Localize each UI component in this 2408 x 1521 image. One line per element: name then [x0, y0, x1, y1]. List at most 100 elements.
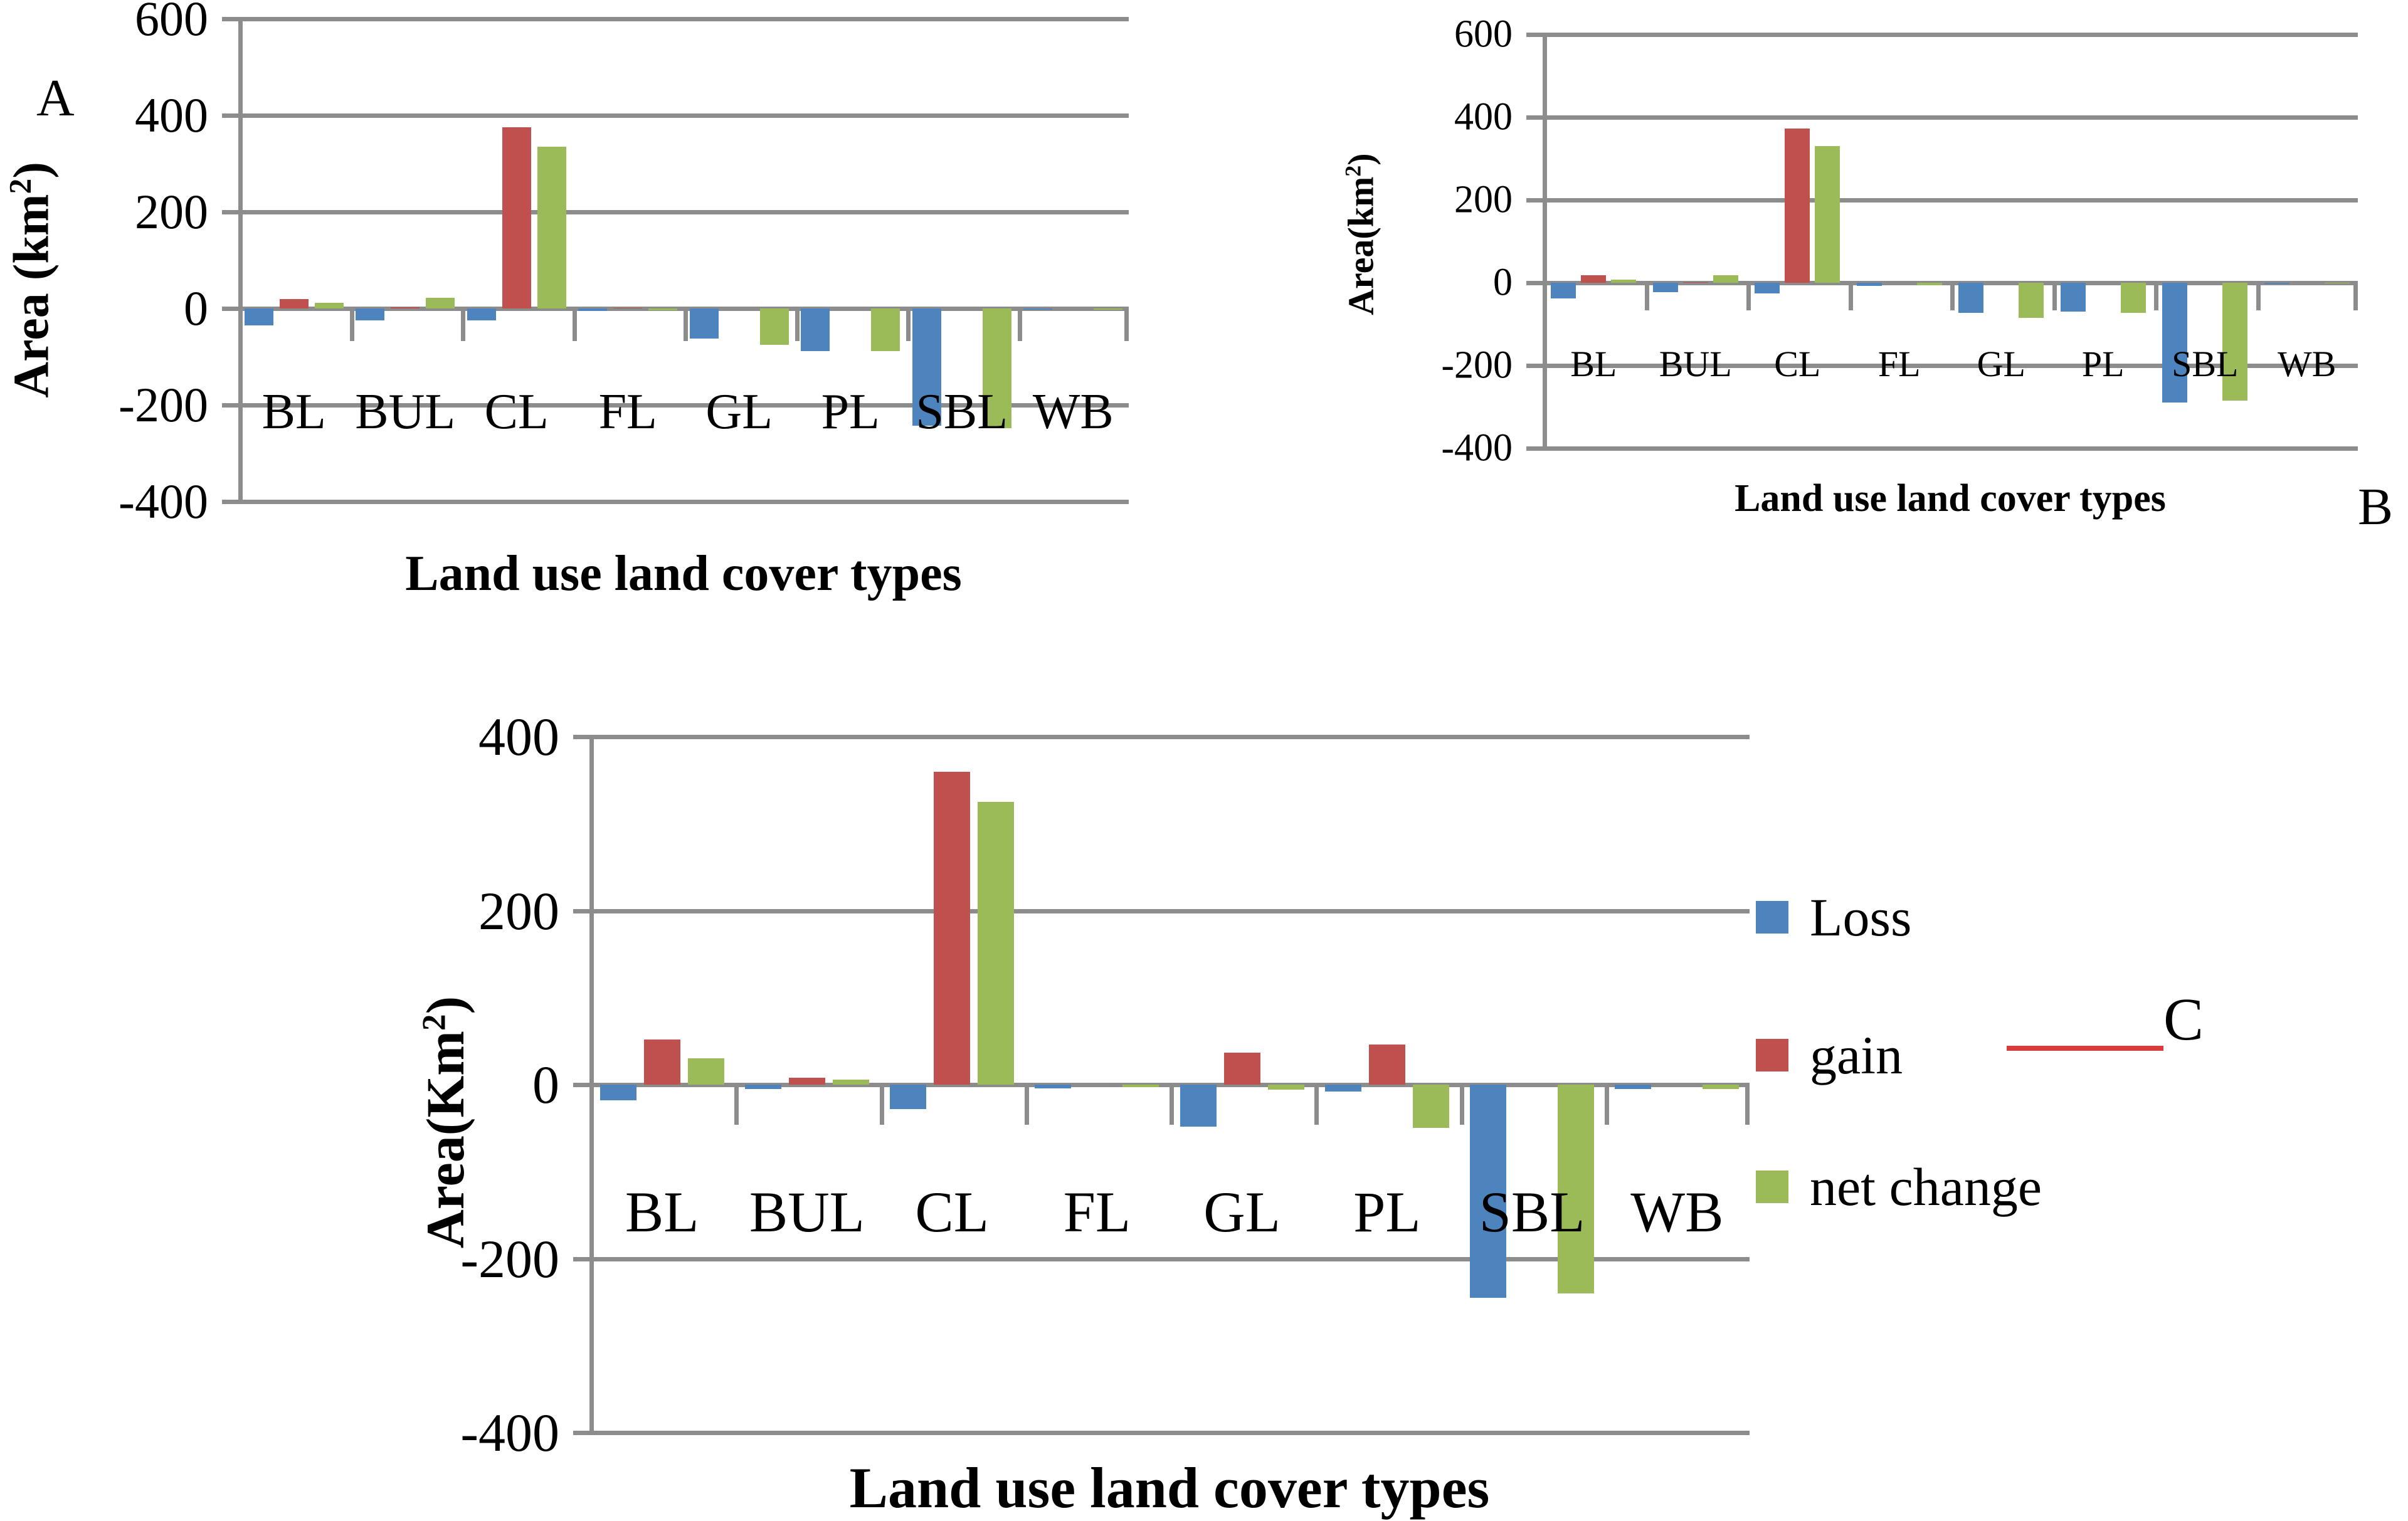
x-axis-label-bul: BUL — [1659, 344, 1732, 384]
legend-swatch-loss — [1756, 901, 1788, 934]
y-tick-label: -400 — [460, 1403, 559, 1463]
gridline — [238, 210, 1129, 214]
y-tick-label: 600 — [1454, 13, 1513, 56]
legend-item-gain[interactable]: gain — [1756, 1028, 1903, 1082]
x-axis-label-bul: BUL — [749, 1180, 865, 1244]
y-tick-mark — [573, 1431, 589, 1435]
y-tick-mark — [222, 210, 238, 214]
legend-item-loss[interactable]: Loss — [1756, 890, 1911, 944]
legend-label-loss: Loss — [1810, 887, 1912, 947]
bar-fl-net — [648, 308, 678, 311]
bar-fl-loss — [1856, 283, 1882, 287]
bar-bul-gain — [1682, 282, 1708, 283]
bar-cl-net — [978, 802, 1015, 1085]
bar-bl-loss — [599, 1085, 636, 1100]
y-tick-label: 200 — [1454, 178, 1513, 221]
x-axis-end-tick — [2353, 283, 2358, 310]
legend-item-net-change[interactable]: net change — [1756, 1160, 2042, 1214]
x-axis-tick — [1848, 283, 1853, 310]
panel-letter-a: A — [36, 69, 75, 127]
bar-bl-gain — [1581, 275, 1607, 283]
x-axis-tick — [1950, 283, 1955, 310]
y-tick-mark — [573, 1083, 589, 1087]
y-tick-label: 0 — [532, 1055, 559, 1115]
bar-cl-gain — [502, 127, 531, 308]
x-axis-tick — [2154, 283, 2158, 310]
x-axis-label-pl: PL — [2081, 344, 2125, 384]
bar-bl-gain — [643, 1039, 680, 1085]
legend-swatch-net-change — [1756, 1171, 1788, 1203]
bar-fl-net — [1122, 1085, 1159, 1088]
bar-fl-loss — [578, 308, 608, 311]
y-axis-line — [238, 19, 243, 502]
x-axis-tick — [795, 308, 800, 341]
x-axis-tick — [1604, 1085, 1609, 1125]
bar-cl-gain — [1785, 129, 1810, 283]
gridline — [589, 735, 1750, 739]
y-tick-mark — [1526, 198, 1543, 203]
bar-gl-gain — [1223, 1052, 1260, 1085]
bar-fl-loss — [1035, 1085, 1072, 1088]
y-tick-label: 600 — [135, 0, 208, 46]
bar-gl-loss — [1958, 283, 1984, 313]
bar-bul-gain — [391, 307, 420, 308]
x-axis-label-sbl: SBL — [2172, 344, 2239, 384]
y-tick-mark — [222, 113, 238, 118]
bar-pl-net — [871, 308, 900, 351]
x-axis-end-tick — [1745, 1085, 1750, 1125]
bar-sbl-net — [1558, 1085, 1595, 1293]
bar-wb-net — [1703, 1085, 1740, 1089]
bar-pl-net — [1412, 1085, 1449, 1129]
panel-c-rule — [2007, 1046, 2163, 1051]
y-tick-mark — [222, 17, 238, 21]
x-axis-label-wb: WB — [2278, 344, 2337, 384]
bar-sbl-net — [982, 308, 1011, 428]
x-axis-label-bl: BL — [625, 1180, 699, 1244]
x-axis-label-bl: BL — [1570, 344, 1617, 384]
x-axis-label-wb: WB — [1630, 1180, 1724, 1244]
legend-label-gain: gain — [1810, 1025, 1903, 1085]
y-tick-label: -200 — [119, 377, 208, 432]
x-axis-label-fl: FL — [598, 384, 657, 439]
bar-pl-loss — [2060, 283, 2086, 312]
x-axis-tick — [1746, 283, 1751, 310]
x-axis-tick — [349, 308, 354, 341]
y-tick-label: -200 — [1441, 344, 1513, 387]
y-tick-mark — [1526, 446, 1543, 451]
x-axis-label-gl: GL — [1203, 1180, 1281, 1244]
x-axis-label-gl: GL — [705, 384, 773, 439]
bar-pl-net — [2120, 283, 2146, 313]
axis-title-y-c: Area(Km2) — [415, 996, 475, 1249]
gridline — [238, 113, 1129, 118]
gridline — [1543, 364, 2358, 368]
y-tick-label: 400 — [1454, 95, 1513, 139]
bar-bl-net — [1611, 280, 1637, 283]
bar-gl-net — [759, 308, 789, 345]
x-axis-tick — [2052, 283, 2057, 310]
bar-cl-loss — [1755, 283, 1780, 293]
legend-swatch-gain — [1756, 1039, 1788, 1071]
bar-gl-loss — [689, 308, 719, 339]
bar-pl-loss — [801, 308, 830, 351]
y-tick-mark — [222, 307, 238, 311]
x-axis-tick — [572, 308, 577, 341]
y-tick-label: 0 — [1493, 261, 1513, 304]
y-tick-mark — [1526, 281, 1543, 285]
x-axis-label-cl: CL — [484, 384, 549, 439]
x-axis-label-wb: WB — [1032, 384, 1114, 439]
y-axis-line — [1543, 34, 1547, 448]
x-axis-tick — [1024, 1085, 1029, 1125]
gridline — [589, 908, 1750, 913]
y-tick-mark — [573, 908, 589, 913]
bar-wb-loss — [1615, 1085, 1652, 1089]
y-tick-mark — [573, 1256, 589, 1261]
x-axis-label-gl: GL — [1977, 344, 2025, 384]
axis-title-x-c: Land use land cover types — [849, 1456, 1490, 1520]
gridline — [238, 403, 1129, 408]
axis-title-x-b: Land use land cover types — [1735, 477, 2166, 520]
bar-bul-net — [832, 1079, 869, 1085]
x-axis-tick — [906, 308, 911, 341]
bar-bl-loss — [1551, 283, 1576, 299]
